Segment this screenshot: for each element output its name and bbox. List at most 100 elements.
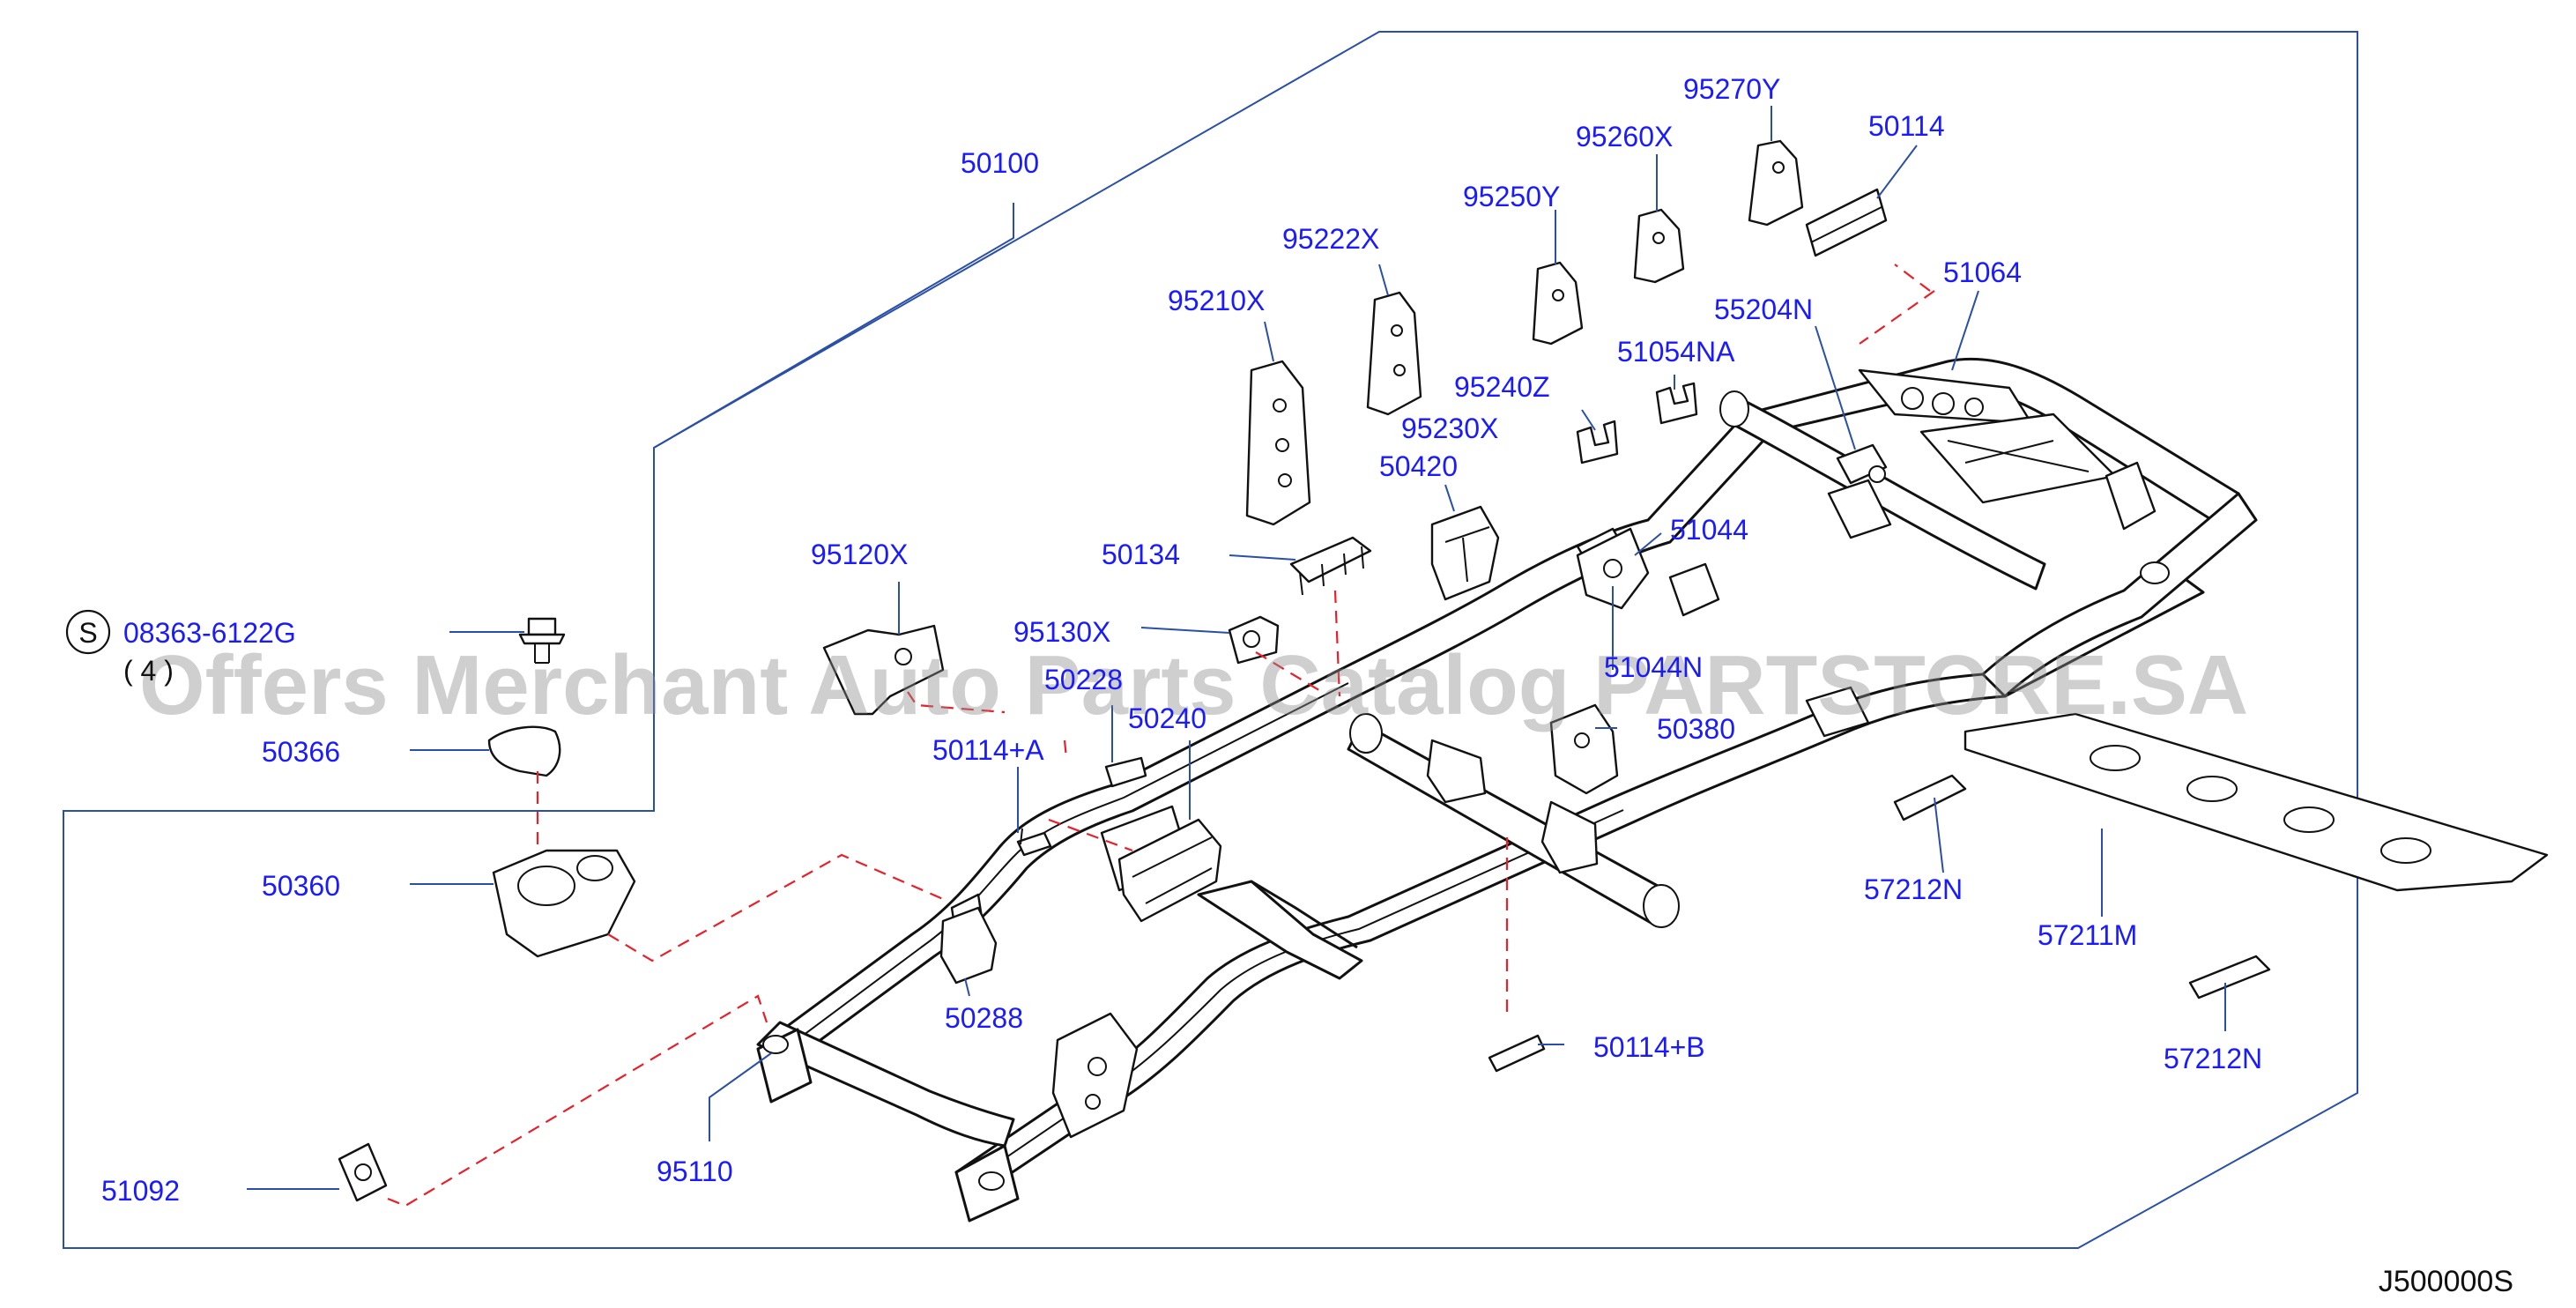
label-51044[interactable]: 51044	[1670, 514, 1748, 546]
frame-assembly-illustration	[756, 357, 2258, 1223]
95250y-hole	[1552, 289, 1564, 301]
label-57211m[interactable]: 57211M	[2038, 919, 2137, 951]
leader-95130x	[1140, 627, 1230, 634]
label-95120x[interactable]: 95120X	[811, 539, 908, 570]
50114a-tab	[1020, 828, 1023, 845]
bracket-55204n-shape	[1836, 443, 1888, 485]
bracket-50114b-shape	[1488, 1034, 1546, 1073]
plate-57211m-shape	[1964, 712, 2549, 892]
50134-legs	[1299, 546, 1364, 596]
rear-spare-tire-brace	[1947, 440, 2090, 472]
plate-hole-1	[1901, 387, 1924, 410]
label-08363-6122g[interactable]: 08363-6122G	[123, 617, 296, 649]
label-50380[interactable]: 50380	[1657, 713, 1735, 745]
label-50228[interactable]: 50228	[1044, 664, 1123, 695]
label-95260x[interactable]: 95260X	[1576, 121, 1673, 152]
association-lines	[387, 264, 1935, 1208]
assoc-50360	[607, 853, 944, 962]
label-57212n-b[interactable]: 57212N	[2164, 1043, 2262, 1074]
label-50420[interactable]: 50420	[1379, 450, 1458, 482]
label-50100[interactable]: 50100	[961, 147, 1039, 179]
mount-50360-shape	[492, 849, 636, 958]
57211m-hole-2	[2186, 776, 2238, 802]
label-95110[interactable]: 95110	[657, 1156, 733, 1187]
label-95250y[interactable]: 95250Y	[1463, 181, 1560, 212]
label-50114a[interactable]: 50114+A	[932, 734, 1044, 766]
label-95210x[interactable]: 95210X	[1168, 285, 1265, 316]
rear-rail-right	[1981, 492, 2258, 698]
leader-51044	[1634, 532, 1662, 556]
leader-95110	[709, 1052, 772, 1141]
assoc-95120x	[907, 691, 1006, 714]
bracket-hole-1	[1088, 1057, 1107, 1076]
95260x-hole	[1652, 232, 1665, 244]
label-50366[interactable]: 50366	[262, 736, 340, 768]
bracket-57212n-a-shape	[1893, 774, 1967, 821]
bracket-50228-shape	[1104, 756, 1147, 788]
rear-end-hole	[2140, 561, 2170, 584]
bracket-95270y-shape	[1748, 139, 1804, 227]
leader-50114	[1876, 145, 1918, 199]
bracket-50114a-shape	[1016, 831, 1052, 857]
bracket-51054na-shape	[1655, 382, 1698, 425]
51092-hole	[354, 1163, 372, 1181]
leader-95222x	[1378, 264, 1389, 296]
crossmember-mount-b	[1540, 800, 1599, 874]
leader-lines	[247, 106, 2226, 1190]
55204n-hole	[1868, 465, 1886, 483]
front-mount-hole	[762, 1035, 789, 1054]
57211m-hole-4	[2380, 837, 2431, 864]
plate-hole-3	[1964, 398, 1984, 417]
label-95240z[interactable]: 95240Z	[1454, 371, 1550, 403]
bracket-51044n-shape	[1668, 562, 1720, 617]
label-57212n-a[interactable]: 57212N	[1864, 873, 1963, 905]
label-95222x[interactable]: 95222X	[1282, 223, 1379, 255]
leader-57212n-a	[1934, 797, 1944, 873]
bracket-57212n-b-shape	[2188, 955, 2271, 1000]
50360-small-hole	[576, 855, 613, 881]
front-right-hole	[978, 1171, 1005, 1191]
label-55204n[interactable]: 55204N	[1714, 294, 1813, 325]
label-50240[interactable]: 50240	[1128, 702, 1206, 734]
50360-large-hole	[517, 866, 575, 906]
crossmember-tube-end-left	[1349, 713, 1383, 754]
label-51054na[interactable]: 51054NA	[1617, 336, 1735, 368]
label-95130x[interactable]: 95130X	[1013, 616, 1110, 648]
rear-end-bracket	[2105, 461, 2157, 531]
label-51044n[interactable]: 51044N	[1604, 651, 1703, 683]
bracket-95260x-shape	[1633, 208, 1685, 284]
95270y-hole	[1772, 161, 1785, 174]
assoc-50114	[1894, 264, 1931, 292]
95130x-hole	[1243, 630, 1260, 648]
fastener-quantity: ( 4 )	[123, 655, 174, 687]
label-50114b[interactable]: 50114+B	[1593, 1031, 1705, 1063]
label-51092[interactable]: 51092	[101, 1175, 180, 1207]
label-95270y[interactable]: 95270Y	[1683, 73, 1780, 105]
bracket-95250y-shape	[1532, 261, 1584, 346]
crossmember-mount-a	[1426, 739, 1487, 804]
fastener-symbol-circle	[65, 609, 111, 655]
plate-hole-2	[1932, 392, 1955, 415]
rail-bracket-5	[1805, 686, 1870, 738]
leader-50288	[964, 977, 970, 997]
57211m-hole-1	[2090, 745, 2141, 771]
label-50360[interactable]: 50360	[262, 870, 340, 902]
assoc-51092	[387, 994, 768, 1208]
label-50114[interactable]: 50114	[1868, 110, 1945, 142]
drawing-code: J500000S	[2379, 1265, 2513, 1298]
bracket-95240z-shape	[1576, 420, 1619, 464]
label-50288[interactable]: 50288	[945, 1002, 1023, 1034]
watermark-text: Offers Merchant Auto Parts Catalog PARTS…	[139, 638, 2248, 732]
label-51064[interactable]: 51064	[1943, 256, 2022, 288]
label-50134[interactable]: 50134	[1102, 539, 1180, 570]
bracket-50134-shape	[1289, 536, 1372, 583]
label-95230x[interactable]: 95230X	[1401, 412, 1498, 444]
leader-50420	[1444, 484, 1455, 512]
50240-inner	[1132, 836, 1213, 904]
bracket-hole-2	[1085, 1094, 1101, 1110]
assoc-51064	[1859, 290, 1935, 345]
front-crossmember	[756, 1021, 1015, 1148]
95222x-hole-1	[1391, 324, 1403, 337]
bracket-95222x-shape	[1366, 291, 1422, 416]
